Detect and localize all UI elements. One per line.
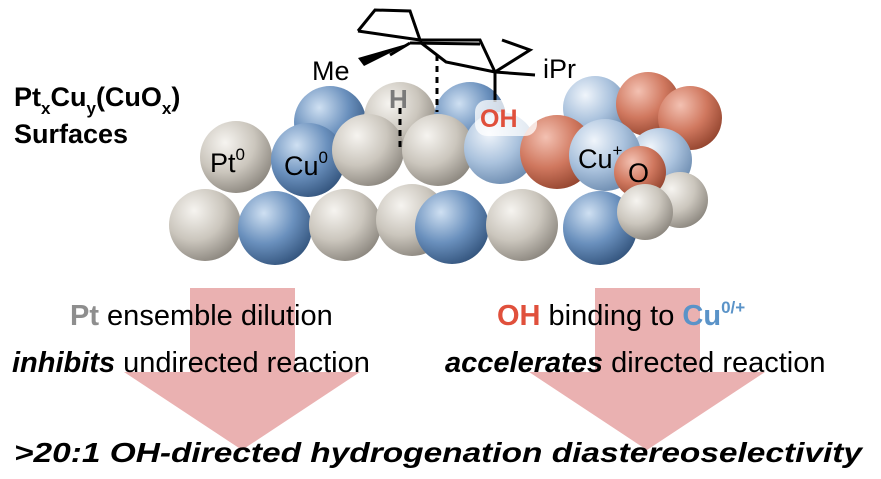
cu0-sphere: [271, 123, 345, 197]
molecule-skeleton: [356, 8, 536, 102]
methyl-label: Me: [312, 56, 350, 86]
cu0-label: Cu0: [284, 148, 328, 181]
oh-highlight: [475, 100, 537, 136]
right-line-1: OH binding to Cu0/+: [497, 298, 745, 332]
right-line-2: accelerates directed reaction: [445, 347, 826, 379]
pt0-label: Pt0: [210, 145, 245, 178]
pt0-sphere: [200, 121, 272, 193]
oxygen-label: O: [628, 158, 649, 188]
surfaces-label: Surfaces: [14, 119, 128, 149]
hydrogen-label: H: [389, 84, 408, 114]
left-line-2: inhibits undirected reaction: [12, 347, 370, 379]
left-down-arrow: [124, 288, 360, 450]
left-line-1: Pt ensemble dilution: [70, 300, 333, 332]
surface-formula-label: PtxCuy(CuOx): [14, 82, 180, 118]
right-down-arrow: [529, 288, 765, 450]
hydroxyl-label: OH: [480, 105, 518, 133]
cuplus-label: Cu+: [578, 141, 623, 174]
isopropyl-label: iPr: [543, 54, 576, 84]
result-statement: >20:1 OH-directed hydrogenation diastere…: [14, 437, 864, 468]
surface-front-row: [169, 184, 673, 265]
methyl-wedge: [358, 43, 410, 66]
oxygen-sphere: [614, 146, 666, 198]
